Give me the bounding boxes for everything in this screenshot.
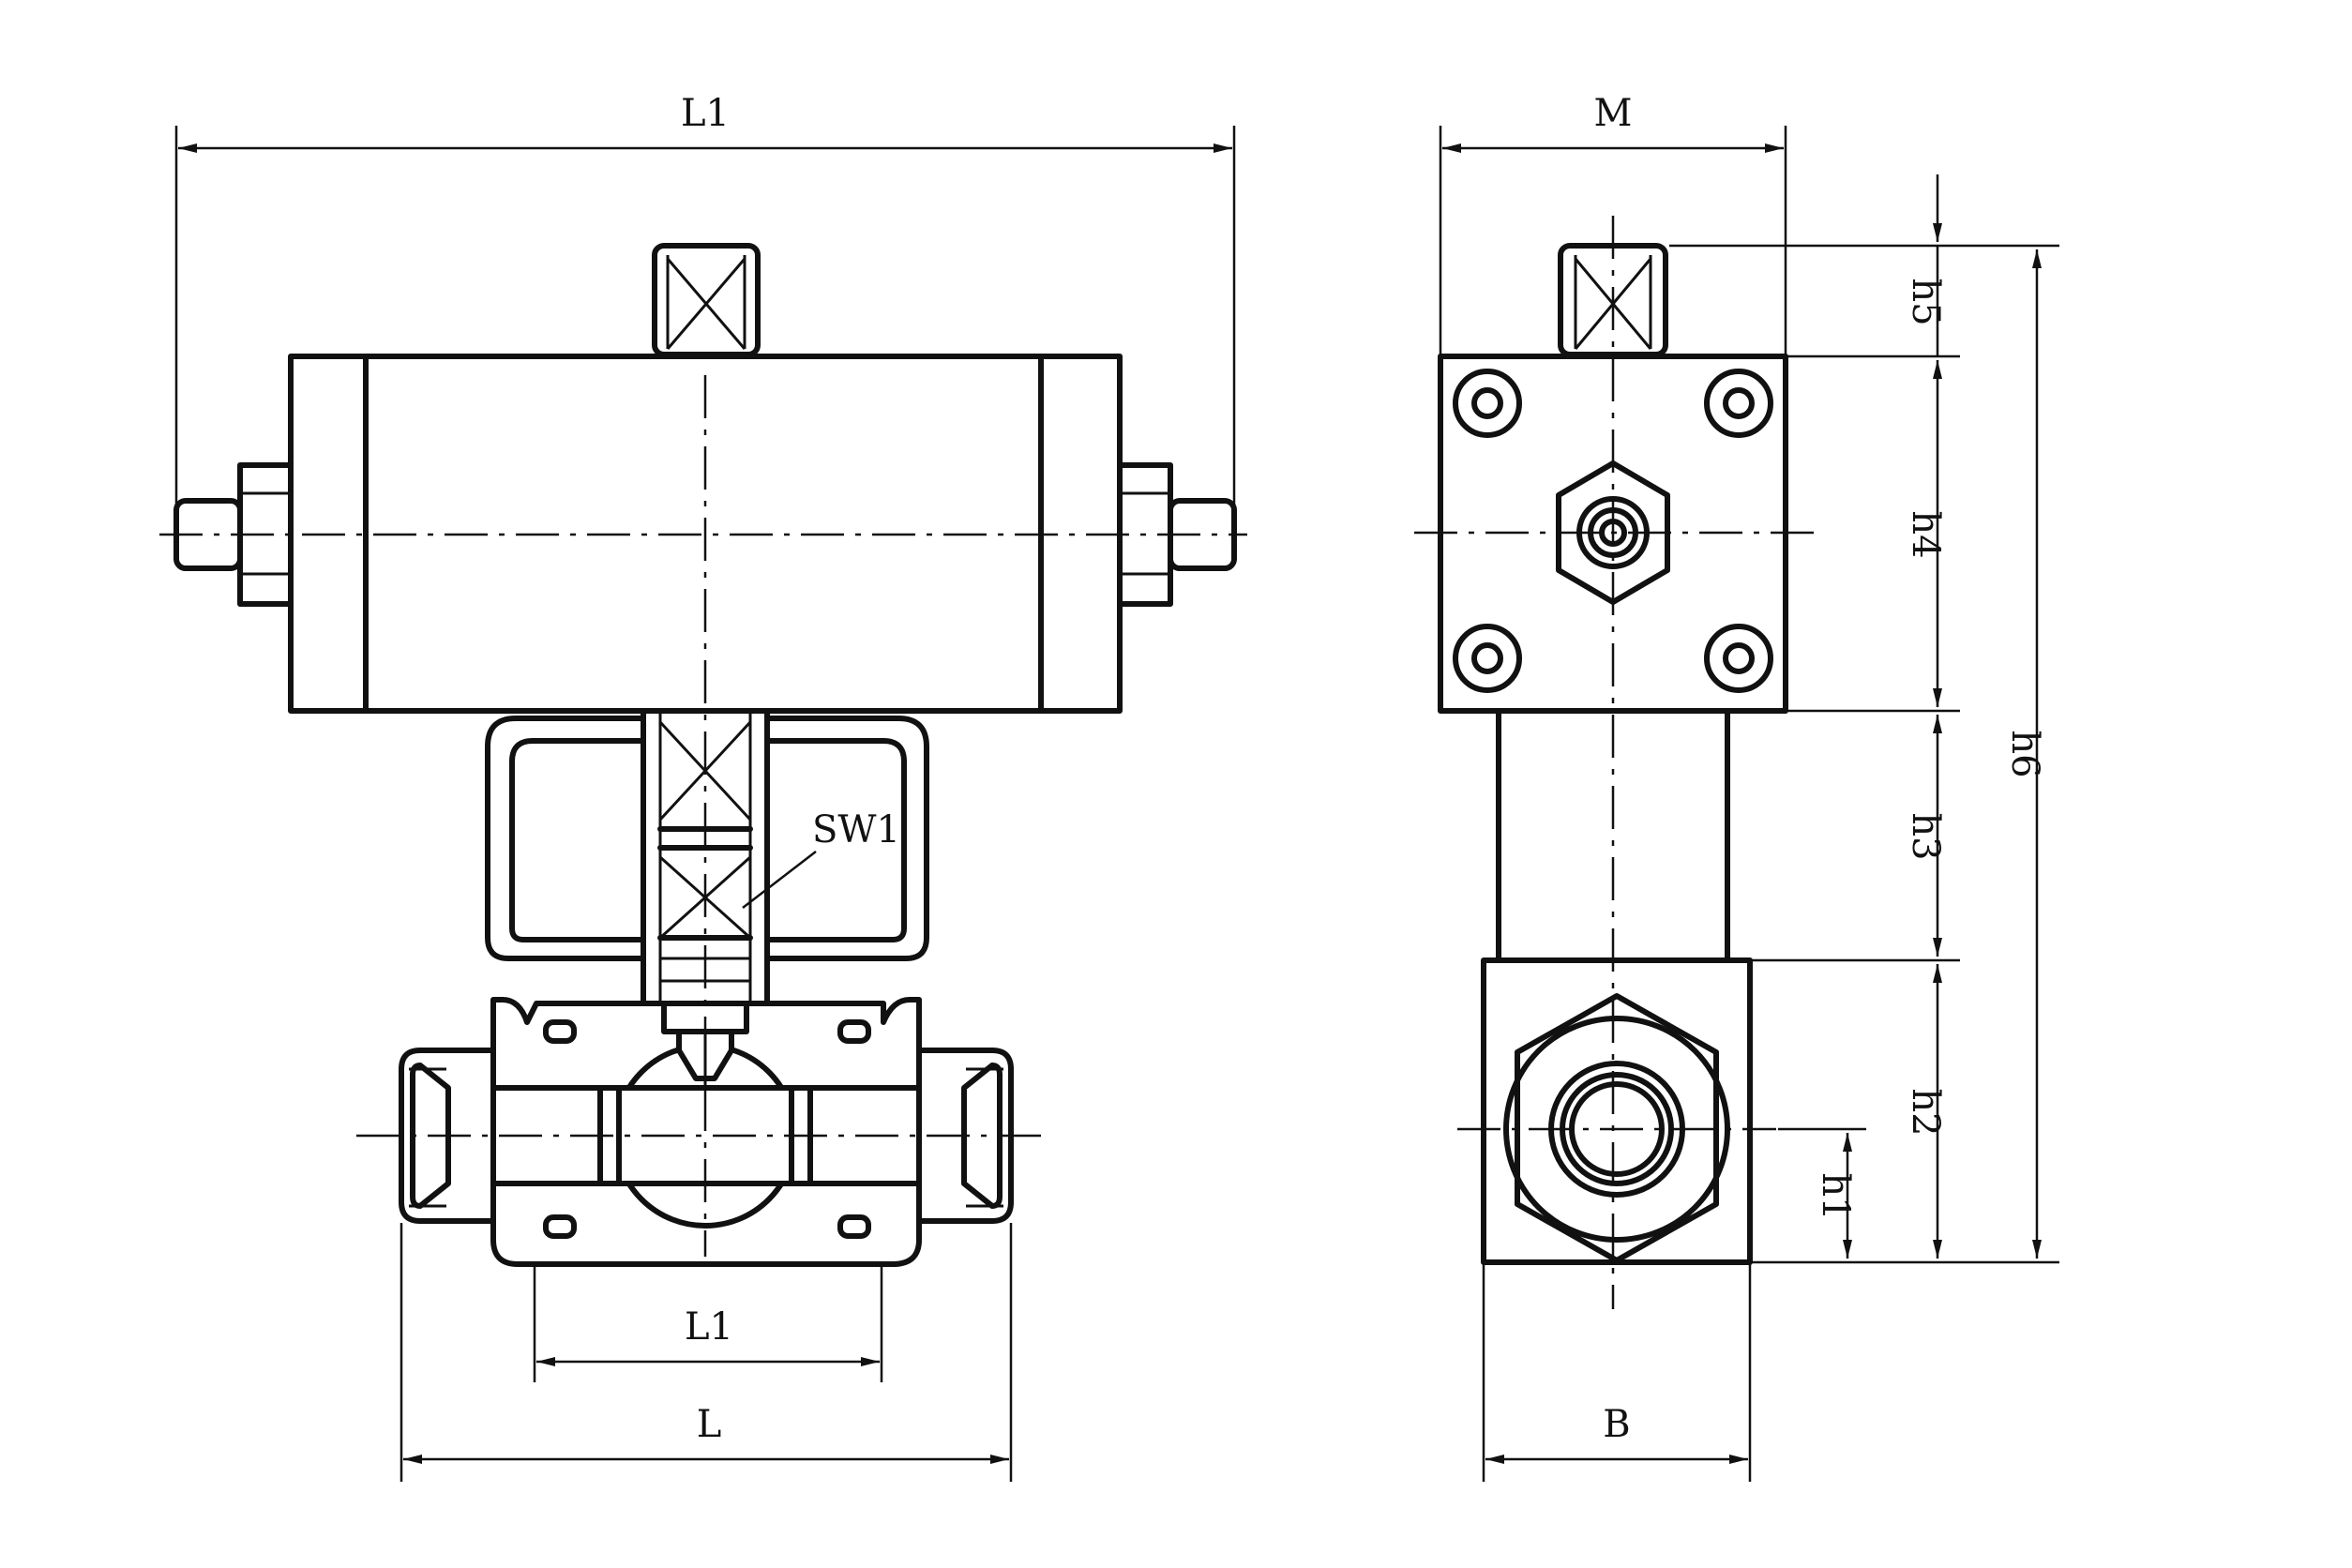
dimension-h6: h6 bbox=[2003, 249, 2046, 1259]
dimension-h5: h5 bbox=[1904, 174, 1947, 356]
stem-callout-label: SW1 bbox=[812, 808, 900, 852]
actuator-top-stem bbox=[652, 243, 761, 357]
side-bracket bbox=[1496, 708, 1730, 963]
dimension-overall-length: L bbox=[400, 1223, 1013, 1482]
dimension-overall-length-label: L bbox=[697, 1403, 722, 1446]
bolt-top-right bbox=[1704, 369, 1773, 438]
dimension-h1-label: h1 bbox=[1814, 1172, 1857, 1220]
dimension-side-top-width-label: M bbox=[1594, 92, 1633, 135]
actuator-left-shaft bbox=[173, 462, 294, 607]
bolt-bottom-left bbox=[1453, 624, 1522, 693]
dimension-h5-label: h5 bbox=[1904, 278, 1947, 325]
bolt-top-left bbox=[1453, 369, 1522, 438]
dimension-inner-length: L1 bbox=[533, 1266, 883, 1382]
side-view: M B h5 h4 h3 bbox=[1414, 92, 2059, 1482]
dimension-h3: h3 bbox=[1904, 715, 1947, 957]
dimension-side-top-width: M bbox=[1439, 92, 1787, 354]
dimension-h1: h1 bbox=[1814, 1133, 1857, 1259]
dimension-inner-length-label: L1 bbox=[685, 1305, 733, 1349]
dimension-h4-label: h4 bbox=[1904, 510, 1947, 558]
dimension-h4: h4 bbox=[1904, 360, 1947, 707]
side-valve-body bbox=[1481, 957, 1753, 1265]
dimension-top-length: L1 bbox=[174, 92, 1236, 506]
front-view: SW1 L1 L1 L bbox=[159, 92, 1247, 1482]
dimension-top-length-label: L1 bbox=[681, 92, 730, 135]
dimension-h2-label: h2 bbox=[1904, 1088, 1947, 1136]
dimension-side-bottom-width: B bbox=[1482, 1264, 1752, 1482]
valve-body-section bbox=[447, 997, 967, 1267]
dimension-h3-label: h3 bbox=[1904, 812, 1947, 860]
bolt-bottom-right bbox=[1704, 624, 1773, 693]
dimension-h6-label: h6 bbox=[2003, 730, 2046, 777]
dimension-h2: h2 bbox=[1904, 964, 1947, 1259]
dimension-side-bottom-width-label: B bbox=[1603, 1403, 1630, 1446]
stem-callout-leader bbox=[742, 851, 817, 909]
mounting-bracket bbox=[485, 716, 929, 961]
